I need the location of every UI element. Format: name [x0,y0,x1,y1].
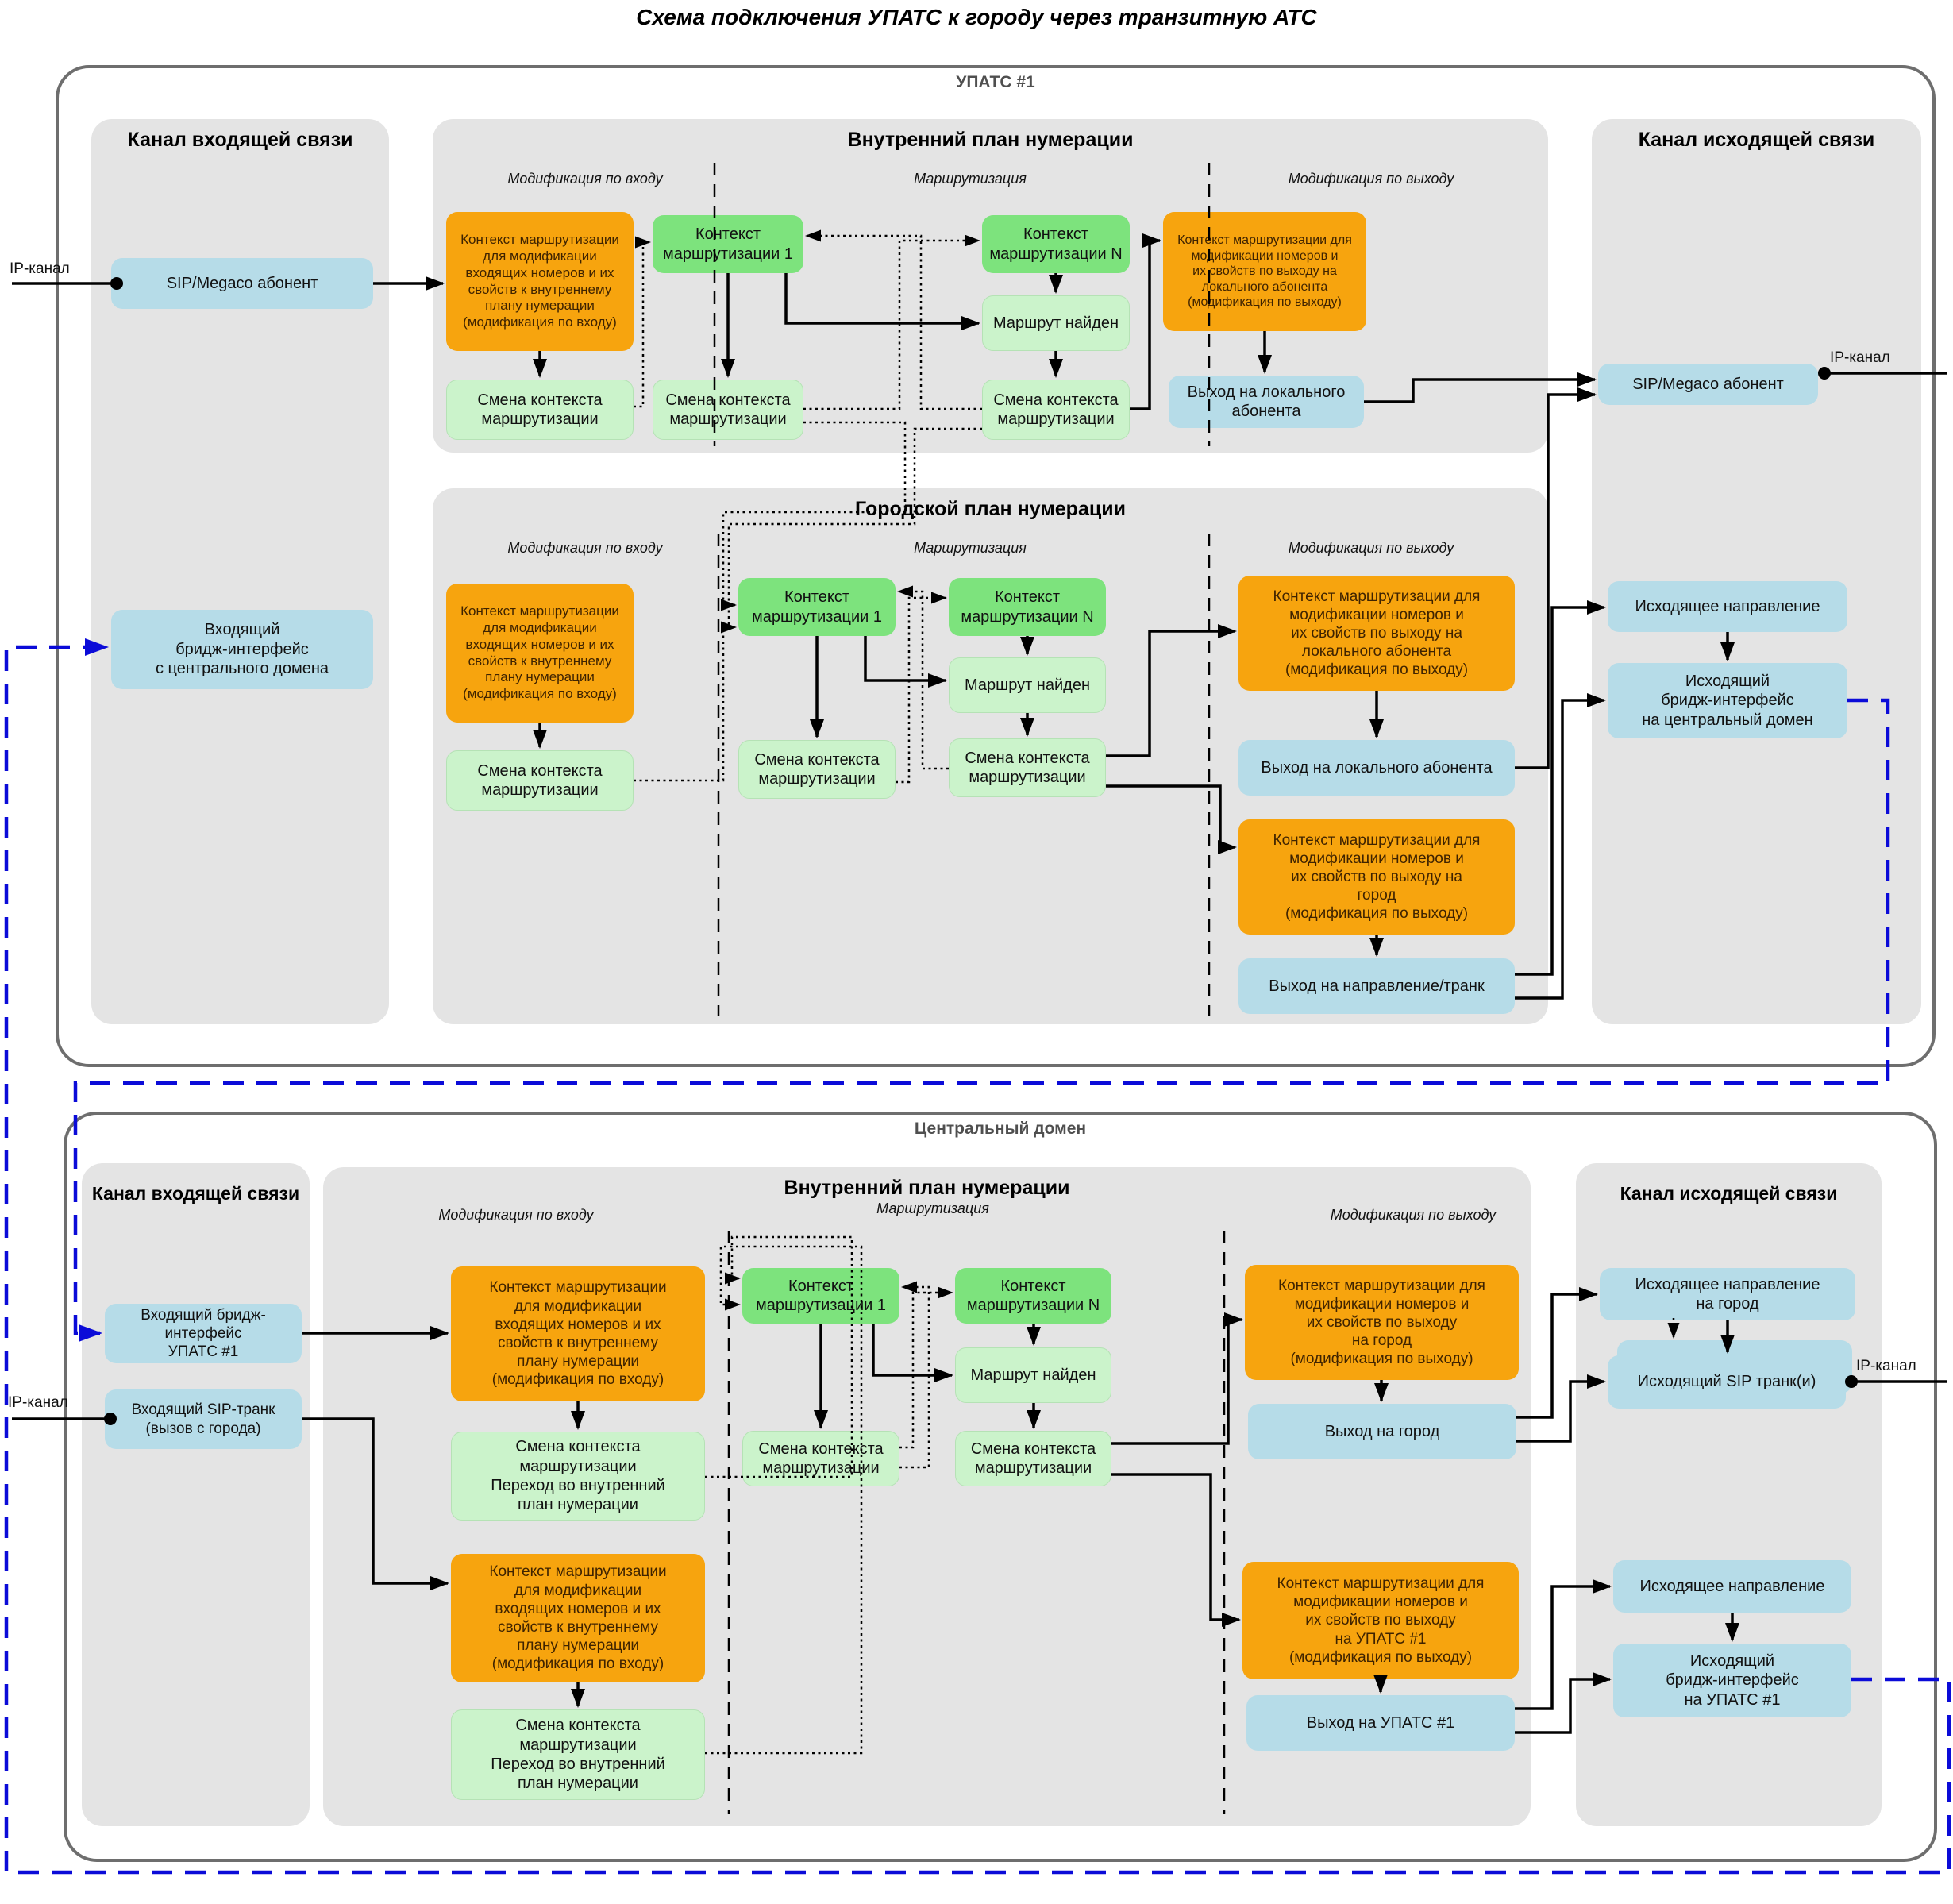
ctx-mod-in-1: Контекст маршрутизации для модификации в… [451,1266,705,1401]
context-change: Смена контекста маршрутизации [955,1431,1111,1486]
route-found: Маршрут найден [955,1347,1111,1403]
ip-channel-label: IP-канал [10,260,70,277]
ctx-mod-out-local: Контекст маршрутизации для модификации н… [1163,212,1366,331]
ip-channel-label: IP-канал [1830,349,1890,366]
central-incoming-title: Канал входящей связи [91,1183,300,1204]
outgoing-direction: Исходящее направление [1613,1560,1851,1613]
routing-context-n: Контекст маршрутизации N [949,578,1106,636]
sip-megaco-subscriber-out: SIP/Megaco абонент [1598,364,1818,405]
context-change: Смена контекста маршрутизации [738,740,896,799]
upats1-city-plan-title: Городской план нумерации [855,498,1126,520]
incoming-bridge-from-central: Входящий бридж-интерфейс с центрального … [111,610,373,689]
context-change: Смена контекста маршрутизации [742,1431,899,1486]
central-domain-label: Центральный домен [914,1120,1087,1138]
exit-to-upats1: Выход на УПАТС #1 [1246,1695,1515,1751]
routing-context-1: Контекст маршрутизации 1 [742,1268,899,1324]
col-mod-in-label: Модификация по входу [438,1207,594,1223]
col-routing-label: Маршрутизация [914,540,1027,556]
central-outgoing-title: Канал исходящей связи [1620,1183,1838,1204]
context-change: Смена контекста маршрутизации [949,738,1106,797]
upats1-internal-plan-title: Внутренний план нумерации [847,129,1134,151]
central-internal-plan-title: Внутренний план нумерации [784,1177,1070,1199]
exit-to-local-subscriber: Выход на локального абонента [1238,740,1515,796]
ctx-mod-in-2: Контекст маршрутизации для модификации в… [451,1554,705,1682]
outgoing-sip-trunks: Исходящий SIP транк(и) [1608,1355,1846,1409]
solid-flow-arrows [12,233,1947,1734]
routing-context-n: Контекст маршрутизации N [982,215,1130,273]
outgoing-direction-to-city: Исходящее направление на город [1600,1268,1855,1320]
context-change: Смена контекста маршрутизации [982,380,1130,440]
ctx-mod-out-city: Контекст маршрутизации для модификации н… [1245,1265,1519,1380]
central-incoming-panel [82,1163,310,1826]
context-change: Смена контекста маршрутизации [653,380,803,440]
col-mod-in-label: Модификация по входу [507,540,663,556]
exit-to-direction-trunk: Выход на направление/транк [1238,958,1515,1014]
route-found: Маршрут найден [982,295,1130,351]
exit-to-local-subscriber: Выход на локального абонента [1169,376,1364,428]
context-change: Смена контекста маршрутизации [446,380,634,440]
ctx-mod-in-city: Контекст маршрутизации для модификации в… [446,584,634,723]
col-mod-in-label: Модификация по входу [507,171,663,187]
column-separators [713,163,1226,1814]
incoming-bridge-upats1: Входящий бридж-интерфейс УПАТС #1 [105,1304,302,1363]
outgoing-bridge-to-upats1: Исходящий бридж-интерфейс на УПАТС #1 [1613,1644,1851,1717]
outgoing-direction: Исходящее направление [1608,581,1847,632]
routing-context-n: Контекст маршрутизации N [955,1268,1111,1324]
ctx-mod-out-local-city: Контекст маршрутизации для модификации н… [1238,576,1515,691]
exit-to-city: Выход на город [1248,1404,1516,1459]
upats1-outgoing-panel [1592,119,1921,1024]
routing-context-1: Контекст маршрутизации 1 [738,578,896,636]
route-found: Маршрут найден [949,657,1106,713]
upats1-outgoing-title: Канал исходящей связи [1638,129,1875,151]
context-change-transition: Смена контекста маршрутизации Переход во… [451,1709,705,1800]
ctx-mod-out-upats1: Контекст маршрутизации для модификации н… [1242,1562,1519,1679]
outgoing-bridge-to-central: Исходящий бридж-интерфейс на центральный… [1608,663,1847,738]
diagram-title: Схема подключения УПАТС к городу через т… [636,5,1317,29]
sip-megaco-subscriber-in: SIP/Megaco абонент [111,258,373,309]
ctx-mod-in-internal: Контекст маршрутизации для модификации в… [446,212,634,351]
col-routing-label: Маршрутизация [876,1201,989,1216]
context-change: Смена контекста маршрутизации [446,750,634,811]
upats1-label: УПАТС #1 [956,73,1035,91]
col-mod-out-label: Модификация по выходу [1288,171,1454,187]
context-change-links [634,229,1680,1755]
routing-context-1: Контекст маршрутизации 1 [653,215,803,273]
context-change-transition: Смена контекста маршрутизации Переход во… [451,1432,705,1521]
ip-channel-label: IP-канал [1856,1358,1916,1374]
ctx-mod-out-city: Контекст маршрутизации для модификации н… [1238,819,1515,935]
upats1-incoming-title: Канал входящей связи [127,129,353,151]
col-mod-out-label: Модификация по выходу [1288,540,1454,556]
ip-connection-dots [104,277,1858,1425]
ip-channel-label: IP-канал [8,1394,68,1411]
col-mod-out-label: Модификация по выходу [1330,1207,1497,1223]
col-routing-label: Маршрутизация [914,171,1027,187]
incoming-sip-trunk: Входящий SIP-транк (вызов с города) [105,1389,302,1449]
bridge-interface-links [4,638,1951,1875]
